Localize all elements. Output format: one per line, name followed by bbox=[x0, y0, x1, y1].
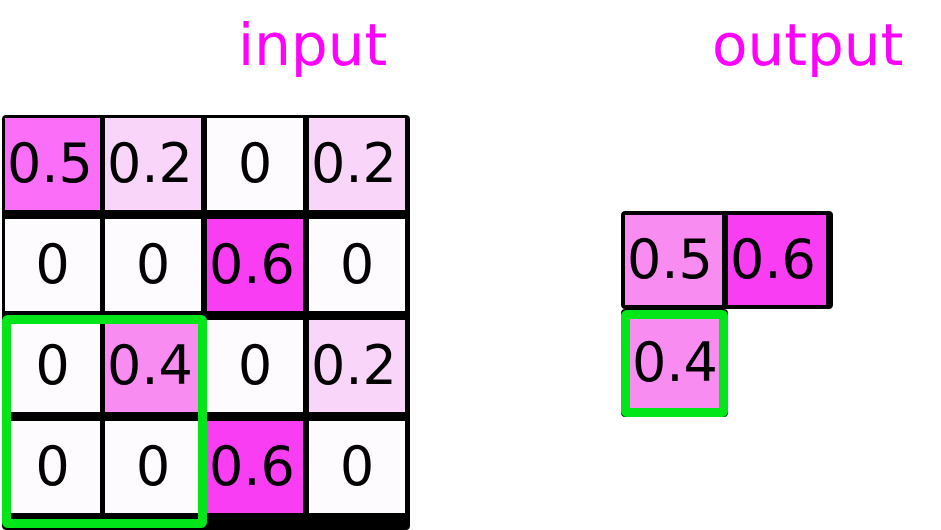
output-cell-r0c1[interactable]: 0.6 bbox=[728, 215, 826, 305]
input-cell-r2c2[interactable]: 0 bbox=[207, 320, 303, 412]
output-cell-r1c0[interactable]: 0.4 bbox=[630, 318, 719, 408]
input-cell-r3c1[interactable]: 0 bbox=[105, 421, 201, 513]
input-cell-value: 0 bbox=[135, 435, 171, 498]
input-cell-r1c3[interactable]: 0 bbox=[309, 219, 405, 311]
output-cell-value: 0.6 bbox=[730, 228, 816, 291]
input-cell-value: 0 bbox=[135, 233, 171, 296]
input-cell-r0c2[interactable]: 0 bbox=[207, 118, 303, 210]
input-cell-r1c0[interactable]: 0 bbox=[5, 219, 100, 311]
input-cell-value: 0.5 bbox=[7, 132, 93, 195]
input-cell-value: 0 bbox=[35, 334, 70, 397]
input-cell-r0c0[interactable]: 0.5 bbox=[5, 118, 100, 210]
input-cell-value: 0 bbox=[339, 435, 375, 498]
input-cell-value: 0 bbox=[237, 132, 273, 195]
input-cell-value: 0 bbox=[237, 334, 273, 397]
output-cell-r0c0[interactable]: 0.5 bbox=[625, 215, 722, 305]
output-cell-value: 0.5 bbox=[627, 228, 713, 291]
input-cell-value: 0 bbox=[35, 435, 70, 498]
input-panel-title: input bbox=[238, 11, 388, 79]
input-cell-value: 0 bbox=[339, 233, 375, 296]
output-cell-value: 0.4 bbox=[632, 331, 718, 394]
input-cell-r3c0[interactable]: 0 bbox=[5, 421, 100, 513]
input-grid: 0.5 0.2 0 0.2 0 0 0.6 0 0 0.4 0 0.2 0 0 … bbox=[0, 113, 412, 530]
input-cell-r0c3[interactable]: 0.2 bbox=[309, 118, 405, 210]
input-cell-r2c3[interactable]: 0.2 bbox=[309, 320, 405, 412]
input-cell-r3c2[interactable]: 0.6 bbox=[207, 421, 303, 513]
input-cell-value: 0.2 bbox=[311, 132, 397, 195]
input-cell-value: 0.6 bbox=[209, 233, 295, 296]
input-cell-r3c3[interactable]: 0 bbox=[309, 421, 405, 513]
input-cell-r0c1[interactable]: 0.2 bbox=[105, 118, 201, 210]
input-cell-r2c0[interactable]: 0 bbox=[5, 320, 100, 412]
input-cell-r1c1[interactable]: 0 bbox=[105, 219, 201, 311]
output-panel-title: output bbox=[712, 11, 904, 79]
input-cell-value: 0.2 bbox=[311, 334, 397, 397]
input-cell-value: 0.6 bbox=[209, 435, 295, 498]
input-cell-value: 0.4 bbox=[107, 334, 193, 397]
input-cell-r1c2[interactable]: 0.6 bbox=[207, 219, 303, 311]
input-cell-value: 0.2 bbox=[107, 132, 193, 195]
input-cell-value: 0 bbox=[35, 233, 70, 296]
input-cell-r2c1[interactable]: 0.4 bbox=[105, 320, 201, 412]
output-grid: 0.5 0.6 0.4 bbox=[618, 208, 838, 428]
